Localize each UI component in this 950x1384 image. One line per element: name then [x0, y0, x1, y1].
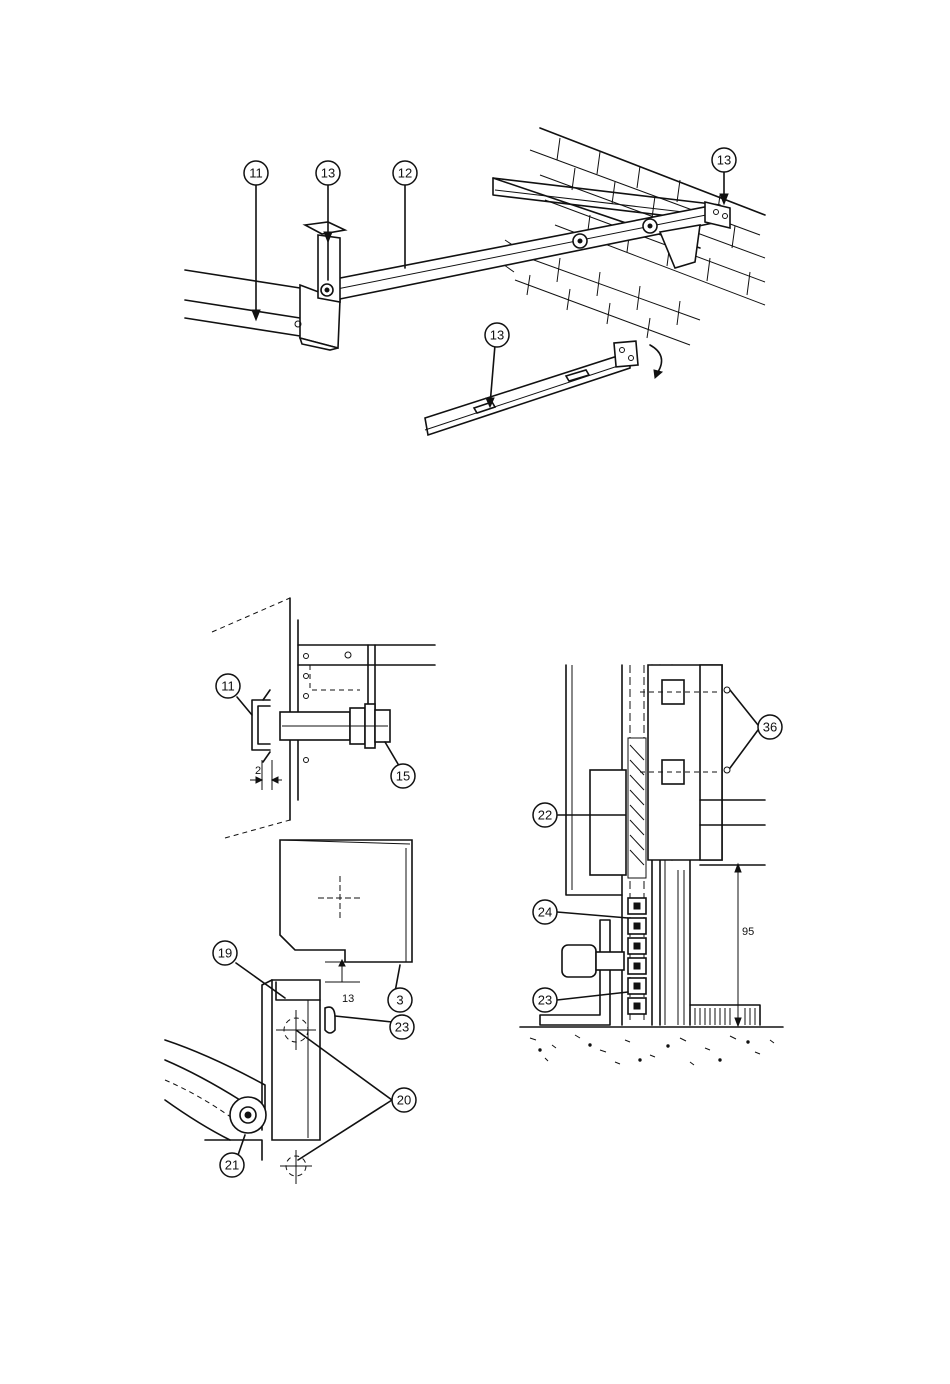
callout-15: 15	[391, 764, 415, 788]
cross-beam	[330, 205, 718, 300]
svg-text:15: 15	[396, 769, 410, 784]
svg-text:21: 21	[225, 1158, 239, 1173]
callout-36: 36	[758, 715, 782, 739]
loose-channel	[425, 341, 662, 435]
svg-text:24: 24	[538, 905, 552, 920]
dimension-13: 13	[342, 993, 354, 1005]
chain-section-detail: 95 36 22 24 23	[520, 665, 783, 1065]
svg-text:13: 13	[717, 153, 731, 168]
svg-text:19: 19	[218, 946, 232, 961]
callout-11-detail: 11	[216, 674, 240, 698]
callout-23-right: 23	[533, 988, 557, 1012]
svg-text:23: 23	[395, 1020, 409, 1035]
svg-text:13: 13	[321, 166, 335, 181]
svg-text:13: 13	[490, 328, 504, 343]
callout-3: 3	[388, 988, 412, 1012]
callout-13-loose-channel: 13	[485, 323, 509, 347]
svg-text:11: 11	[221, 679, 235, 694]
svg-text:20: 20	[397, 1093, 411, 1108]
door-stop-detail: 13 19 3	[165, 840, 416, 1184]
callout-12-top: 12	[393, 161, 417, 185]
callout-24: 24	[533, 900, 557, 924]
svg-text:11: 11	[249, 166, 263, 181]
callout-13-top-left: 13	[316, 161, 340, 185]
svg-text:22: 22	[538, 808, 552, 823]
isometric-assembly-view: 11 13 12 13 13	[185, 128, 765, 435]
chain-links	[628, 898, 646, 1014]
svg-text:36: 36	[763, 720, 777, 735]
floor-hatching	[530, 1035, 774, 1065]
dimension-95: 95	[742, 926, 754, 938]
callout-20: 20	[392, 1088, 416, 1112]
callout-21: 21	[220, 1153, 244, 1177]
svg-text:3: 3	[396, 993, 403, 1008]
callout-22: 22	[533, 803, 557, 827]
svg-text:23: 23	[538, 993, 552, 1008]
callout-13-top-right: 13	[712, 148, 736, 172]
callout-23-left: 23	[390, 1015, 414, 1039]
left-post-bracket	[295, 222, 345, 350]
callout-19: 19	[213, 941, 237, 965]
svg-text:12: 12	[398, 166, 412, 181]
left-rail	[185, 270, 300, 336]
callout-11-top: 11	[244, 161, 268, 185]
wall-fixing-detail: 2 11 15	[212, 598, 435, 838]
dimension-2: 2	[255, 765, 261, 777]
